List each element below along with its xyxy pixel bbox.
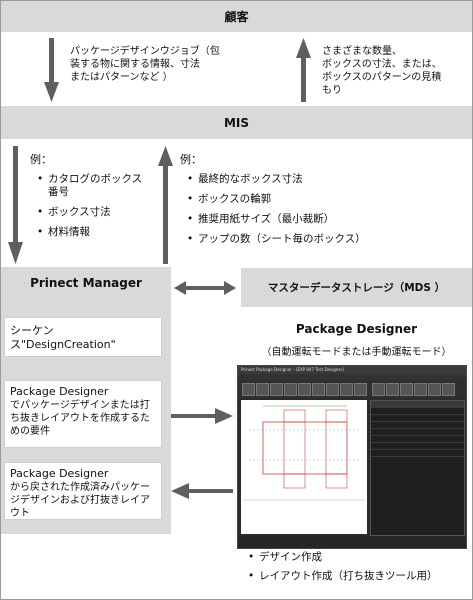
mds-title: マスターデータストレージ（MDS ） [267,282,446,294]
mis-to-customer-text: さまざまな数量、 ボックスの寸法、または、 ボックスのパターンの見積 もり [322,45,470,97]
mis-to-customer-line-3: ボックスのパターンの見積 [322,72,442,83]
table-row [371,422,464,429]
arrow-down-mis-prinect [8,146,23,264]
screenshot-parts-table [370,400,465,536]
mis-to-prinect-item: カタログのボックス番号 [36,173,150,199]
table-row [371,450,464,457]
toolbar-tool-icon [270,383,283,396]
toolbar-tool-icon [284,383,297,396]
toolbar-tool-icon [428,383,441,396]
toolbar-tool-icon [340,383,353,396]
screenshot-toolbar [238,380,466,398]
mis-to-prinect-label: 例： [30,153,52,166]
prinect-to-mis-block: 例： 最終的なボックス寸法 ボックスの輪郭 推奨用紙サイズ（最小裁断） アップの… [180,153,470,253]
toolbar-tool-icon [312,383,325,396]
arrow-up-mis-customer [296,38,311,102]
prinect-manager-title: Prinect Manager [30,276,142,290]
prinect-to-mis-item: 推奨用紙サイズ（最小裁断） [186,213,470,226]
toolbar-tool-icon [298,383,311,396]
mis-header: MIS [1,106,472,139]
package-designer-subtitle: （自動運転モードまたは手動運転モード） [261,347,452,358]
customer-to-mis-line-3: またはパターンなど ） [70,72,173,83]
mds-header: マスターデータストレージ（MDS ） [241,268,472,307]
package-designer-screenshot: Prinect Package Designer - [EXP 847 Test… [237,365,467,549]
table-row [371,443,464,450]
toolbar-tool-icon [372,383,385,396]
returned-box: Package Designer から戻された作成済みパッケージデザインおよび打… [4,462,162,520]
toolbar-tool-icon [386,383,399,396]
table-header-row [371,401,464,408]
returned-title: Package Designer [10,467,109,480]
arrow-right-prinect-designer [171,408,233,424]
requirements-text: でパッケージデザインまたは打ち抜きレイアウトを作成するための要件 [10,400,150,437]
sequence-label: シーケンス"DesignCreation" [10,324,116,351]
requirements-box: Package Designer でパッケージデザインまたは打ち抜きレイアウトを… [4,380,162,448]
mis-to-customer-line-1: さまざまな数量、 [322,46,402,57]
toolbar-tool-icon [442,383,455,396]
package-designer-title: Package Designer [295,322,418,336]
toolbar-tool-icon [242,383,255,396]
screenshot-design-canvas [241,400,367,534]
mis-to-prinect-item: 材料情報 [36,226,150,239]
toolbar-tool-icon [400,383,413,396]
mis-title: MIS [223,115,250,130]
screenshot-statusbar [238,536,466,548]
sequence-box: シーケンス"DesignCreation" [4,317,162,357]
customer-title: 顧客 [224,10,249,24]
prinect-to-mis-item: ボックスの輪郭 [186,193,470,206]
screenshot-titlebar: Prinect Package Designer - [EXP 847 Test… [238,366,466,374]
package-designer-item: レイアウト作成（打ち抜きツール用） [247,570,469,583]
arrow-down-customer-mis [44,38,59,102]
arrow-left-designer-prinect [171,483,233,499]
table-row [371,408,464,415]
package-designer-item: デザイン作成 [247,551,469,564]
customer-to-mis-line-1: パッケージデザインウジョブ（包 [70,46,220,57]
package-designer-features: デザイン作成 レイアウト作成（打ち抜きツール用） [247,551,469,590]
mis-to-prinect-block: 例： カタログのボックス番号 ボックス寸法 材料情報 [30,153,150,246]
mis-to-customer-line-4: もり [322,85,342,96]
prinect-to-mis-item: 最終的なボックス寸法 [186,173,470,186]
table-row [371,436,464,443]
mis-to-customer-line-2: ボックスの寸法、または、 [322,59,442,70]
toolbar-tool-icon [256,383,269,396]
arrow-bidirectional-prinect-mds [174,281,236,295]
table-row [371,429,464,436]
customer-to-mis-text: パッケージデザインウジョブ（包 装する物に関する情報、寸法 またはパターンなど … [70,45,280,84]
mis-to-prinect-item: ボックス寸法 [36,206,150,219]
prinect-to-mis-label: 例： [180,153,202,166]
screenshot-menubar [238,374,466,380]
table-row [371,415,464,422]
toolbar-tool-icon [354,383,367,396]
toolbar-tool-icon [414,383,427,396]
returned-text: から戻された作成済みパッケージデザインおよび打抜きレイアウト [10,482,150,519]
toolbar-tool-icon [326,383,339,396]
prinect-to-mis-item: アップの数（シート毎のボックス） [186,233,470,246]
requirements-title: Package Designer [10,385,109,398]
customer-header: 顧客 [1,1,472,32]
box-die-line-drawing [243,405,365,501]
customer-to-mis-line-2: 装する物に関する情報、寸法 [70,59,200,70]
arrow-up-prinect-mis [158,146,173,264]
